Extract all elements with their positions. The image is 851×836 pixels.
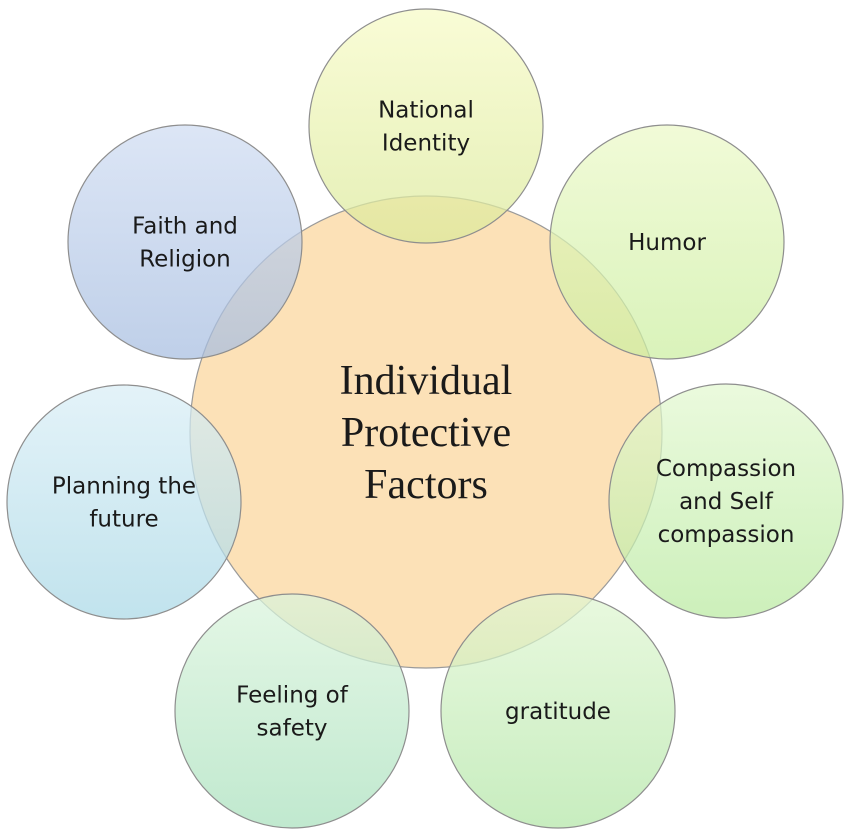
satellite-label-line: Feeling of <box>236 683 349 709</box>
satellite-label-line: and Self <box>679 489 774 515</box>
satellite-circle <box>440 593 676 829</box>
center-label-line: Individual <box>340 358 513 404</box>
satellite-label-line: Identity <box>382 131 470 157</box>
satellite-label-line: Faith and <box>132 214 238 240</box>
satellite-label-line: Religion <box>139 247 231 273</box>
satellite-gratitude: gratitude <box>440 593 676 829</box>
satellite-circle <box>6 384 242 620</box>
satellite-label-line: future <box>89 507 158 533</box>
satellite-circle <box>308 8 544 244</box>
satellite-feeling-of-safety: Feeling of safety <box>174 593 410 829</box>
center-label-line: Protective <box>341 410 511 456</box>
satellite-label-line: safety <box>257 716 328 742</box>
satellite-circle <box>174 593 410 829</box>
satellite-humor: Humor <box>549 124 785 360</box>
satellite-label-line: gratitude <box>505 699 611 725</box>
satellite-circle <box>608 383 844 619</box>
satellite-label-line: Planning the <box>52 474 196 500</box>
center-label-line: Factors <box>364 462 488 508</box>
satellite-label-line: compassion <box>658 522 795 548</box>
satellite-planning-the-future: Planning the future <box>6 384 242 620</box>
satellite-label-line: National <box>378 98 474 124</box>
satellite-label-line: Compassion <box>656 456 796 482</box>
satellite-circle <box>549 124 785 360</box>
satellite-label-line: Humor <box>628 230 706 256</box>
satellite-circle <box>67 124 303 360</box>
satellite-compassion: Compassion and Self compassion <box>608 383 844 619</box>
